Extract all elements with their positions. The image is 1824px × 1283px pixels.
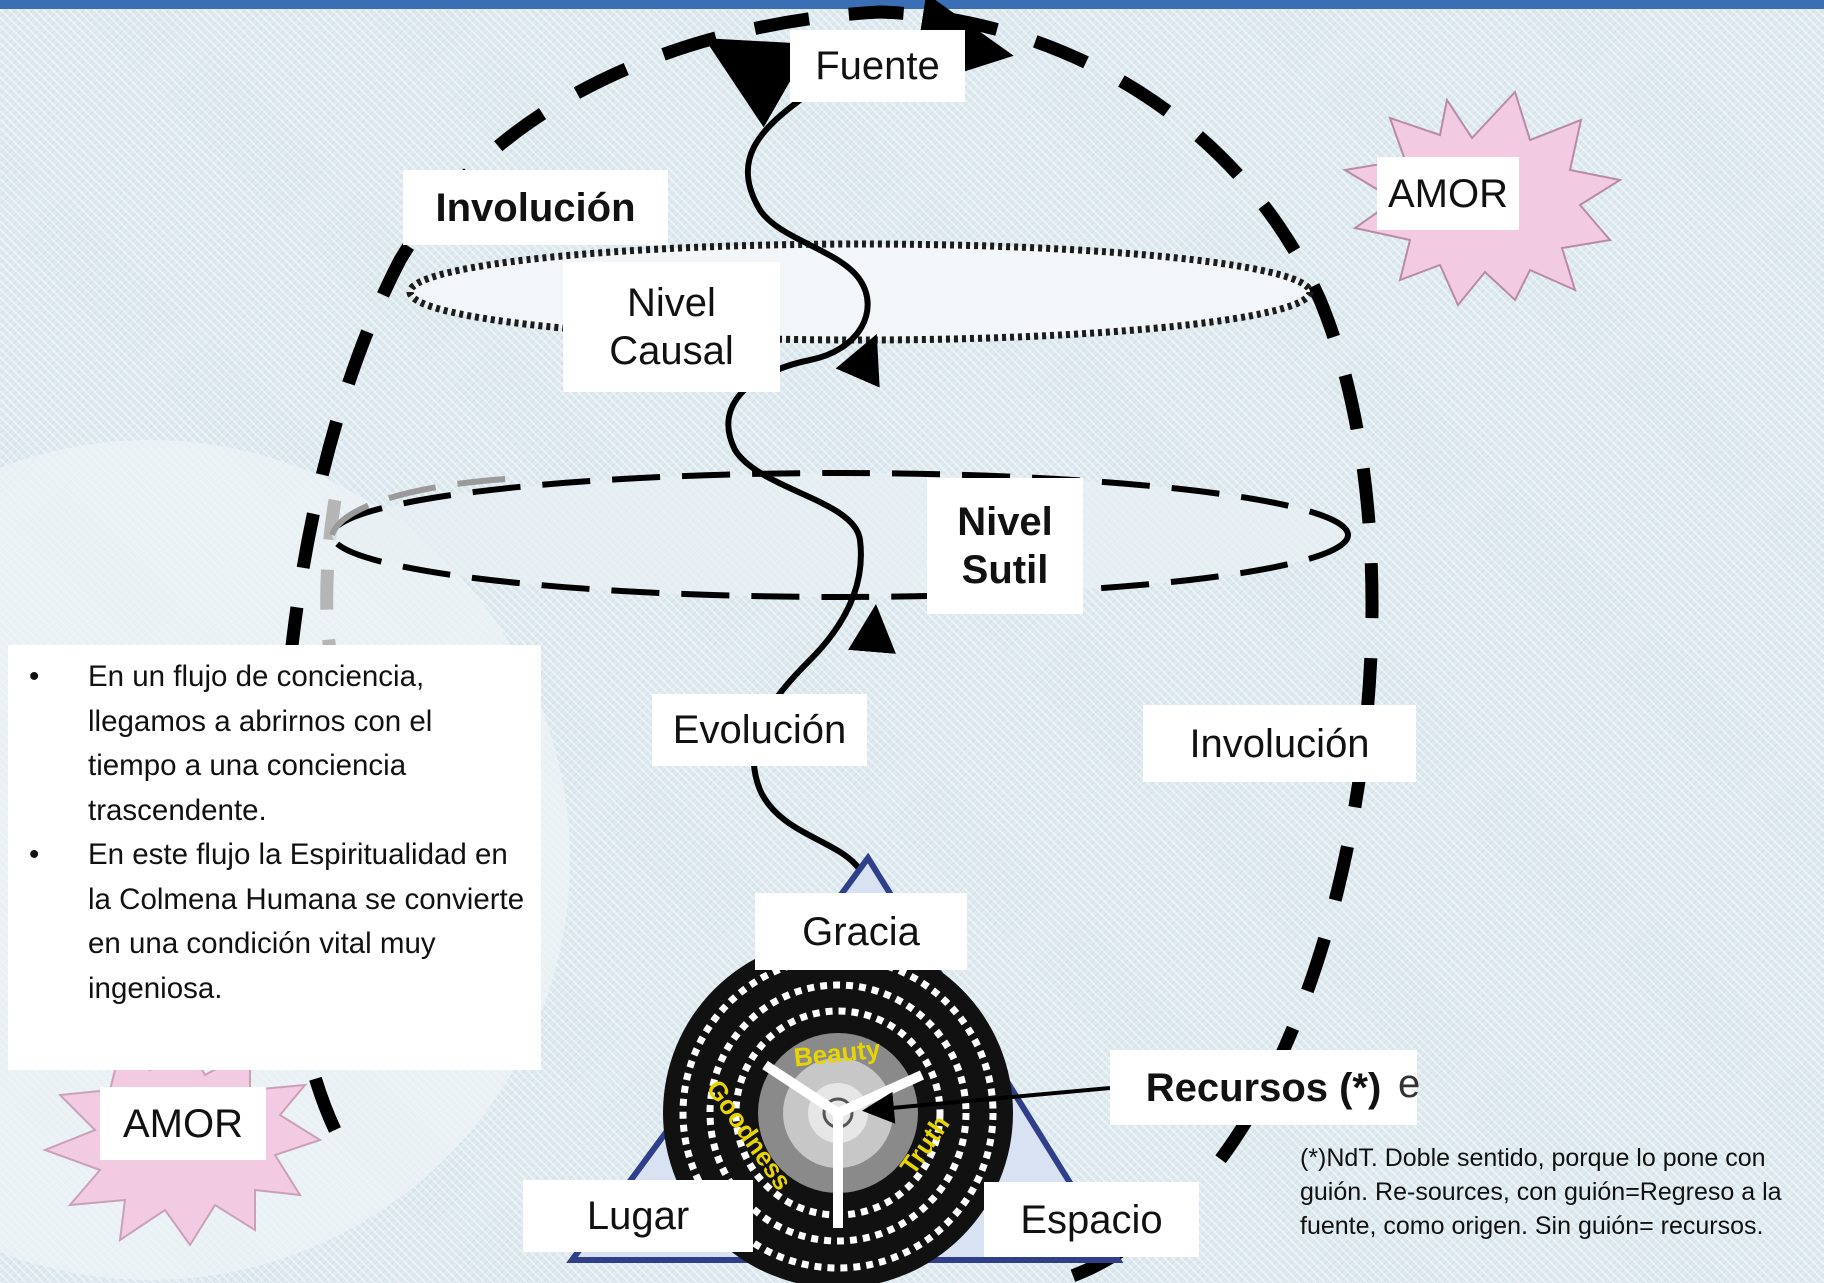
label-recursos: Recursos (*) (1110, 1050, 1417, 1125)
evolution-arrow-lower (848, 604, 896, 654)
label-nivel-causal: Nivel Causal (563, 262, 780, 392)
recursos-arrow (862, 1086, 1111, 1124)
sutil-ellipse-grey-left (329, 475, 521, 537)
bullet-list: En un flujo de conciencia, llegamos a ab… (8, 655, 529, 1011)
label-nivel-sutil: Nivel Sutil (927, 478, 1083, 614)
stray-letter: e (1398, 1062, 1421, 1106)
evolution-arrow-upper (835, 333, 880, 388)
bullet-item: En este flujo la Espiritualidad en la Co… (29, 833, 529, 1011)
label-amor-bottom: AMOR (100, 1087, 266, 1160)
bullet-item: En un flujo de conciencia, llegamos a ab… (29, 655, 529, 833)
bullet-textbox: En un flujo de conciencia, llegamos a ab… (8, 645, 541, 1070)
sutil-ellipse (329, 470, 1351, 600)
label-evolucion: Evolución (652, 694, 867, 766)
top-arrow-left (704, 38, 812, 128)
label-amor-top: AMOR (1377, 157, 1519, 230)
left-grey-dashes (320, 498, 342, 652)
label-involucion-right: Involución (1143, 705, 1416, 782)
label-involucion-top: Involución (403, 170, 668, 245)
label-lugar: Lugar (523, 1180, 753, 1252)
footnote: (*)NdT. Doble sentido, porque lo pone co… (1300, 1144, 1782, 1240)
label-fuente: Fuente (790, 30, 965, 102)
label-espacio: Espacio (984, 1182, 1199, 1257)
label-gracia: Gracia (755, 893, 967, 970)
